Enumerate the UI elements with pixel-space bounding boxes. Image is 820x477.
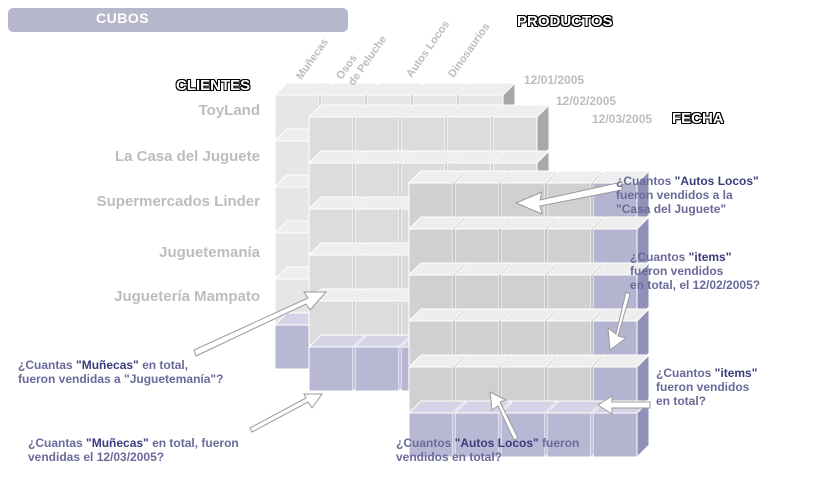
cube-cell (591, 399, 651, 459)
arrow-q1 (514, 181, 623, 215)
arrow-q3 (597, 395, 651, 415)
arrow-q5 (249, 393, 323, 433)
question-items-fecha: ¿Cuantos "items" fueron vendidos en tota… (630, 250, 761, 292)
axis-date: FECHA (672, 110, 724, 127)
client-casa-juguete: La Casa del Juguete (114, 148, 260, 165)
question-munecas-fecha: ¿Cuantas "Muñecas" en total, fueron vend… (28, 436, 239, 464)
axis-clients: CLIENTES (176, 77, 251, 94)
client-mampato: Juguetería Mampato (114, 288, 260, 305)
question-autos-casa: ¿Cuantos "Autos Locos" fueron vendidos a… (616, 174, 759, 216)
arrow-q2 (607, 291, 631, 351)
question-autos-total: ¿Cuantos "Autos Locos" fueron vendidos e… (396, 436, 580, 464)
date-2: 12/02/2005 (556, 94, 617, 108)
banner-title: CUBOS (96, 10, 150, 26)
client-juguetemania: Juguetemanía (159, 244, 260, 261)
question-items-total: ¿Cuantos "items" fueron vendidos en tota… (656, 366, 758, 408)
arrow-q6 (489, 391, 519, 441)
client-linder: Supermercados Linder (96, 193, 260, 210)
arrow-q4 (193, 291, 328, 357)
title-banner (8, 8, 348, 32)
client-toyland: ToyLand (198, 102, 260, 119)
date-3: 12/03/2005 (592, 112, 653, 126)
date-1: 12/01/2005 (524, 73, 585, 87)
question-munecas-cliente: ¿Cuantas "Muñecas" en total, fueron vend… (18, 358, 224, 386)
cube-cell (591, 353, 651, 413)
axis-products: PRODUCTOS (517, 13, 613, 30)
